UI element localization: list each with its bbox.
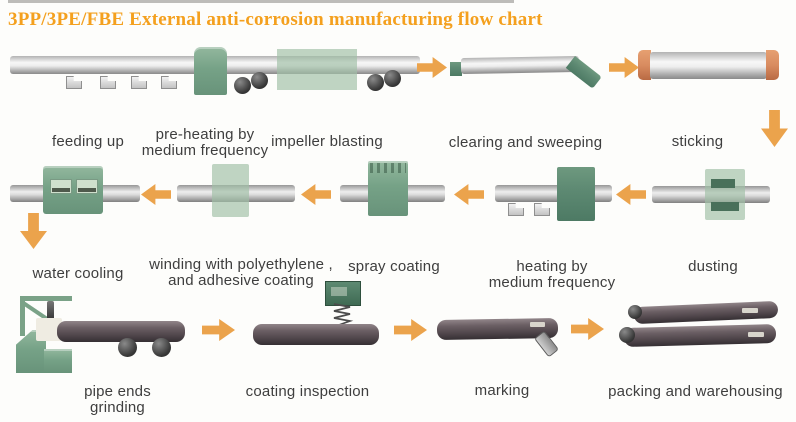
detector-screen-icon xyxy=(331,287,347,296)
holiday-detector-icon xyxy=(325,281,361,306)
blasting-machine xyxy=(368,161,408,216)
roller-icon xyxy=(152,338,171,357)
preheating-coil xyxy=(212,164,249,217)
arrow-left-icon xyxy=(141,184,171,205)
arrow-left-icon xyxy=(454,184,484,205)
roller-icon xyxy=(234,77,251,94)
roller-icon xyxy=(118,338,137,357)
sticking-cap-right xyxy=(766,50,779,80)
discharge-chute xyxy=(565,56,602,89)
step-label-marking: marking xyxy=(474,382,530,399)
arrow-right-icon xyxy=(571,318,604,340)
machine-window-icon xyxy=(76,179,98,194)
spring-probe-icon xyxy=(333,303,354,327)
step-label-sticking: sticking xyxy=(671,133,724,150)
pipe-end-cap xyxy=(450,62,462,76)
step-label-pre-heating: pre-heating by medium frequency xyxy=(141,126,269,159)
pipe-trimmed xyxy=(460,55,580,75)
pipe-sticking xyxy=(650,52,767,79)
shield-housing xyxy=(277,49,357,90)
arrow-down-icon xyxy=(761,110,788,147)
roller-icon xyxy=(367,74,384,91)
step-label-impeller-blasting: impeller blasting xyxy=(271,133,383,150)
arrow-left-icon xyxy=(616,184,646,205)
arrow-left-icon xyxy=(301,184,331,205)
pipe-support-icon xyxy=(534,203,550,216)
clearing-machine xyxy=(557,167,595,221)
sticking-cap-left xyxy=(638,50,651,80)
gantry-post xyxy=(20,296,25,336)
gantry-beam xyxy=(20,296,72,301)
arrow-right-icon xyxy=(202,319,235,341)
machine-window-icon xyxy=(50,179,72,194)
step-label-dusting: dusting xyxy=(688,258,738,275)
roller-icon xyxy=(384,70,401,87)
page-title: 3PP/3PE/FBE External anti-corrosion manu… xyxy=(8,9,543,30)
arrow-right-icon xyxy=(394,319,427,341)
step-label-heating: heating by medium frequency xyxy=(488,258,616,291)
pipe-support-icon xyxy=(100,76,116,89)
pipe-end-icon xyxy=(628,305,642,319)
pipe-support-icon xyxy=(131,76,147,89)
machine-slot-icon xyxy=(711,202,739,211)
pipe-label-sticker xyxy=(748,332,764,337)
step-label-feeding-up: feeding up xyxy=(51,133,125,150)
step-label-clearing-sweeping: clearing and sweeping xyxy=(448,134,603,151)
roller-icon xyxy=(251,72,268,89)
step-label-spray-coating: spray coating xyxy=(348,258,440,275)
top-border-line xyxy=(8,0,514,3)
pipe-support-icon xyxy=(66,76,82,89)
clamp-machine xyxy=(194,47,227,95)
step-label-packing-warehousing: packing and warehousing xyxy=(608,383,783,400)
machine-vent-icon xyxy=(370,163,406,173)
pipe-label-sticker xyxy=(742,308,758,313)
machine-slot-icon xyxy=(711,179,735,188)
pipe-support-icon xyxy=(508,203,524,216)
pipe-inspection xyxy=(253,324,379,345)
pipe-grinding xyxy=(57,321,185,342)
arrow-down-icon xyxy=(20,213,47,249)
grinder-head xyxy=(36,318,62,341)
grinding-tool-icon xyxy=(47,301,54,320)
pipe-support-icon xyxy=(161,76,177,89)
pipe-label-sticker xyxy=(530,322,545,327)
step-label-coating-inspection: coating inspection xyxy=(245,383,370,400)
pipe-end-icon xyxy=(619,327,635,343)
arrow-right-icon xyxy=(609,57,639,78)
step-label-winding: winding with polyethylene , and adhesive… xyxy=(149,256,333,289)
grinder-base-step xyxy=(44,349,72,373)
arrow-right-icon xyxy=(417,57,447,78)
feeding-machine xyxy=(43,166,103,214)
dusting-machine xyxy=(705,169,745,220)
step-label-water-cooling: water cooling xyxy=(32,265,124,282)
step-label-pipe-ends-grinding: pipe ends grinding xyxy=(84,383,151,416)
